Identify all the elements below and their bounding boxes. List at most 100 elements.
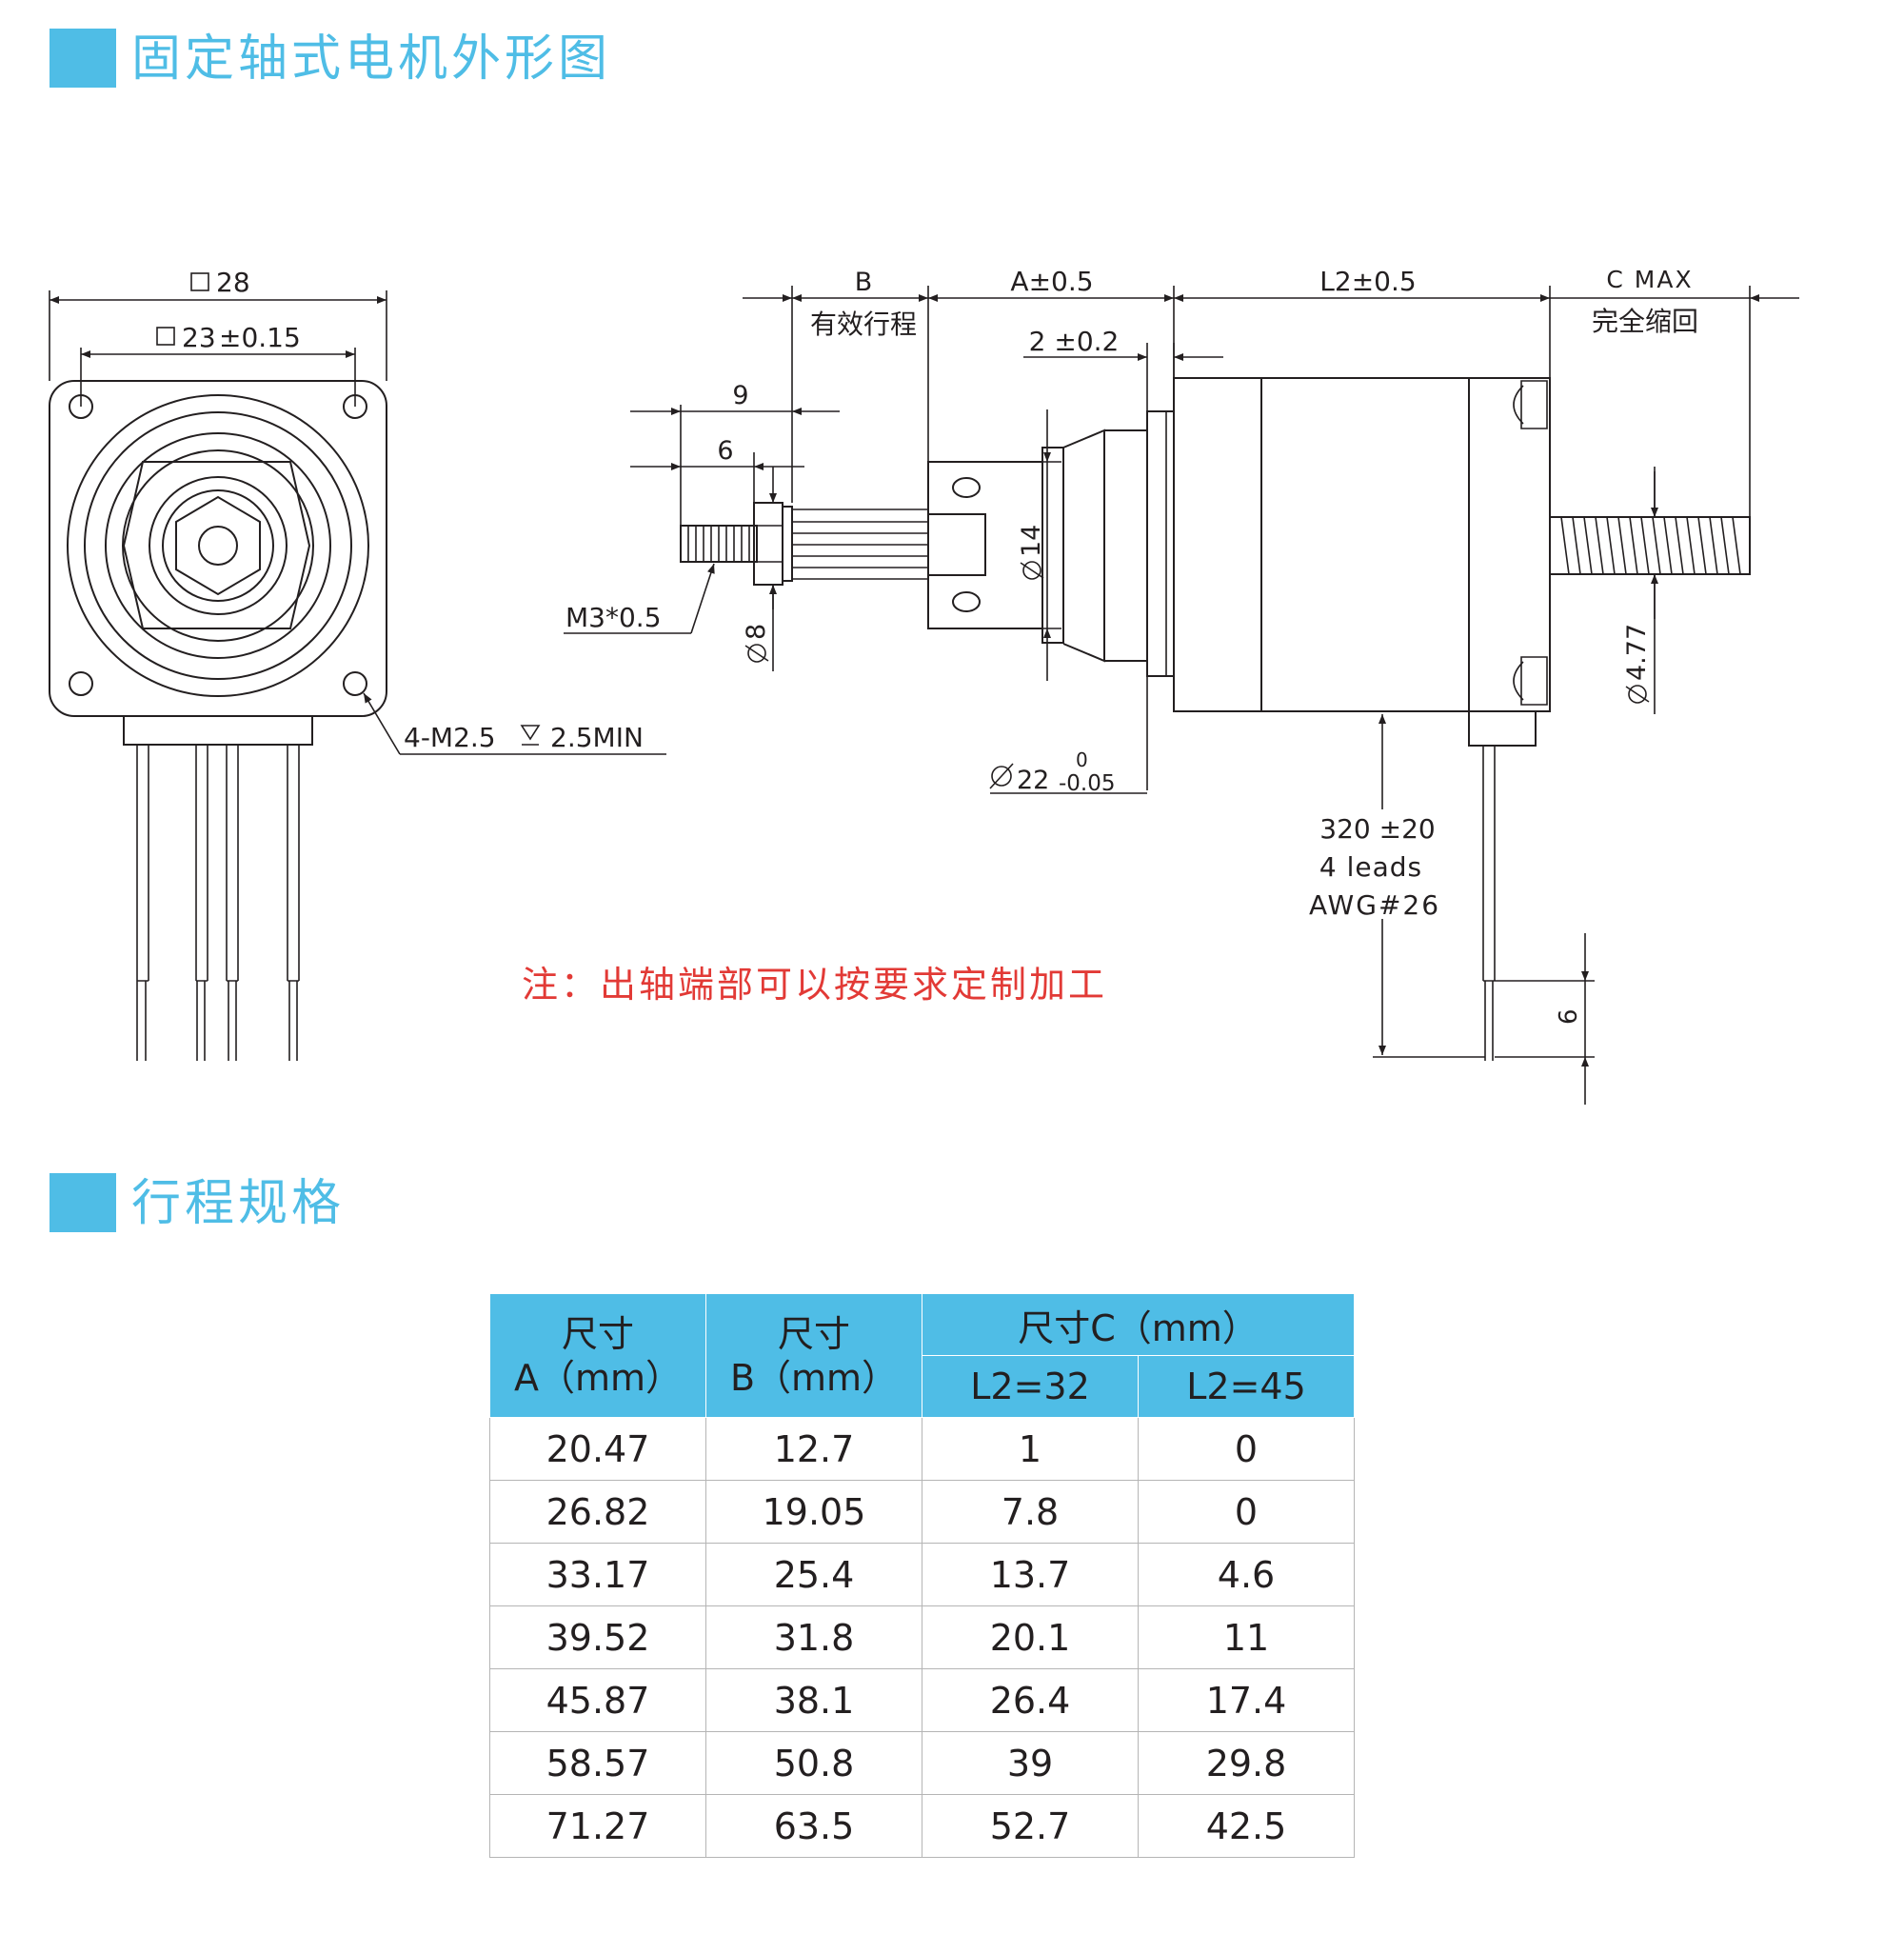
cell-a: 45.87	[489, 1668, 706, 1732]
lead-count-text: 4 leads	[1319, 851, 1422, 883]
mount-hole	[69, 671, 93, 696]
cell-c45: 4.6	[1138, 1543, 1355, 1606]
hole-callout-text: 4-M2.5	[404, 722, 496, 753]
front-leads	[136, 745, 300, 1061]
lead-exit-block	[123, 715, 313, 746]
cell-c32: 7.8	[922, 1480, 1139, 1544]
square-symbol	[156, 327, 175, 346]
cell-c32: 39	[922, 1731, 1139, 1795]
dim-A-text: A±0.5	[1010, 266, 1093, 297]
hole-depth-text: 2.5MIN	[550, 722, 644, 753]
dim-L2-text: L2±0.5	[1319, 266, 1416, 297]
dim-23-tol: ±0.15	[219, 322, 301, 353]
collar	[1041, 447, 1064, 644]
dim-C-note: 完全缩回	[1592, 306, 1698, 337]
svg-text:4.77: 4.77	[1622, 624, 1652, 681]
dim-6-text: 6	[717, 436, 733, 466]
section-title-stroke: 行程规格	[131, 1175, 346, 1232]
lead-length-text: 320 ±20	[1319, 813, 1435, 845]
header-b: 尺寸 B（mm）	[705, 1293, 922, 1418]
table-row: 58.57 50.8 39 29.8	[489, 1731, 1355, 1795]
phi477-label: 4.77	[1622, 624, 1652, 704]
dim-C-text: C MAX	[1606, 266, 1693, 293]
strip-dim-text: 6	[1555, 1008, 1583, 1025]
table-row: 33.17 25.4 13.7 4.6	[489, 1543, 1355, 1606]
cell-c45: 11	[1138, 1605, 1355, 1669]
cell-c32: 13.7	[922, 1543, 1139, 1606]
thread-text: M3*0.5	[565, 602, 662, 633]
motor-body	[1173, 377, 1551, 712]
cell-c32: 52.7	[922, 1794, 1139, 1858]
flange-square	[49, 380, 387, 717]
front-ring	[122, 449, 314, 642]
front-ring	[84, 411, 352, 680]
motor-outline-drawing: 28 23 ±0.15 4-M2.5 2.5MIN	[49, 266, 1799, 1105]
square-symbol	[190, 272, 209, 291]
shaft-nut	[753, 502, 783, 586]
dim-B-text: B	[855, 268, 873, 297]
cell-c32: 1	[922, 1417, 1139, 1481]
table-row: 39.52 31.8 20.1 11	[489, 1605, 1355, 1669]
cell-b: 31.8	[705, 1605, 922, 1669]
front-nut	[175, 495, 261, 596]
side-view: B 有效行程 A±0.5 L2±0.5 C MAX 完全缩回 2 ±0.2 9 …	[564, 266, 1799, 1105]
table-row: 45.87 38.1 26.4 17.4	[489, 1668, 1355, 1732]
front-view: 28 23 ±0.15 4-M2.5 2.5MIN	[49, 267, 666, 1061]
hole-leader	[363, 692, 401, 755]
svg-text:0: 0	[1076, 748, 1088, 771]
shaft	[792, 508, 928, 580]
cell-c45: 0	[1138, 1480, 1355, 1544]
lead-exit	[1468, 710, 1537, 747]
front-ring	[105, 432, 331, 659]
phi22-label: 22 0 -0.05	[989, 748, 1116, 796]
section-marker	[50, 1173, 116, 1232]
flange-disc	[1146, 410, 1175, 677]
cell-a: 20.47	[489, 1417, 706, 1481]
flange-thickness-text: 2 ±0.2	[1029, 326, 1120, 357]
header-c: 尺寸C（mm）	[922, 1293, 1355, 1356]
cell-c45: 0	[1138, 1417, 1355, 1481]
cell-a: 58.57	[489, 1731, 706, 1795]
table-row: 71.27 63.5 52.7 42.5	[489, 1794, 1355, 1858]
front-ring	[67, 394, 369, 697]
cell-a: 71.27	[489, 1794, 706, 1858]
lead-gauge-text: AWG#26	[1309, 889, 1440, 921]
header-c-l2-32: L2=32	[922, 1355, 1139, 1418]
cell-c32: 26.4	[922, 1668, 1139, 1732]
dim-B-note: 有效行程	[810, 309, 917, 340]
cell-a: 26.82	[489, 1480, 706, 1544]
svg-text:8: 8	[742, 624, 771, 640]
cell-b: 12.7	[705, 1417, 922, 1481]
cell-c45: 17.4	[1138, 1668, 1355, 1732]
mount-hole	[343, 671, 367, 696]
boss	[1104, 429, 1148, 662]
cell-b: 38.1	[705, 1668, 922, 1732]
customization-note: 注：出轴端部可以按要求定制加工	[522, 964, 1108, 1006]
cell-a: 33.17	[489, 1543, 706, 1606]
svg-text:-0.05: -0.05	[1059, 771, 1116, 796]
cell-a: 39.52	[489, 1605, 706, 1669]
front-ring	[162, 489, 274, 602]
front-shaft	[198, 526, 238, 566]
depth-symbol	[520, 725, 541, 746]
table-row: 20.47 12.7 1 0	[489, 1417, 1355, 1481]
cell-c32: 20.1	[922, 1605, 1139, 1669]
phi8-label: 8	[742, 624, 771, 663]
section-title-outline: 固定轴式电机外形图	[131, 30, 612, 88]
table-row: 26.82 19.05 7.8 0	[489, 1480, 1355, 1544]
front-ring	[149, 476, 288, 615]
cell-c45: 42.5	[1138, 1794, 1355, 1858]
cell-c45: 29.8	[1138, 1731, 1355, 1795]
side-lead	[1482, 746, 1496, 1061]
phi14-label: 14	[1017, 525, 1046, 580]
cell-b: 25.4	[705, 1543, 922, 1606]
lead-screw	[1549, 516, 1751, 575]
cell-b: 63.5	[705, 1794, 922, 1858]
header-c-l2-45: L2=45	[1138, 1355, 1355, 1418]
dim-9-text: 9	[732, 381, 748, 410]
section-marker	[50, 29, 116, 88]
cell-b: 19.05	[705, 1480, 922, 1544]
dim-23-text: 23	[182, 322, 216, 353]
cell-b: 50.8	[705, 1731, 922, 1795]
dim-28-text: 28	[216, 267, 250, 298]
